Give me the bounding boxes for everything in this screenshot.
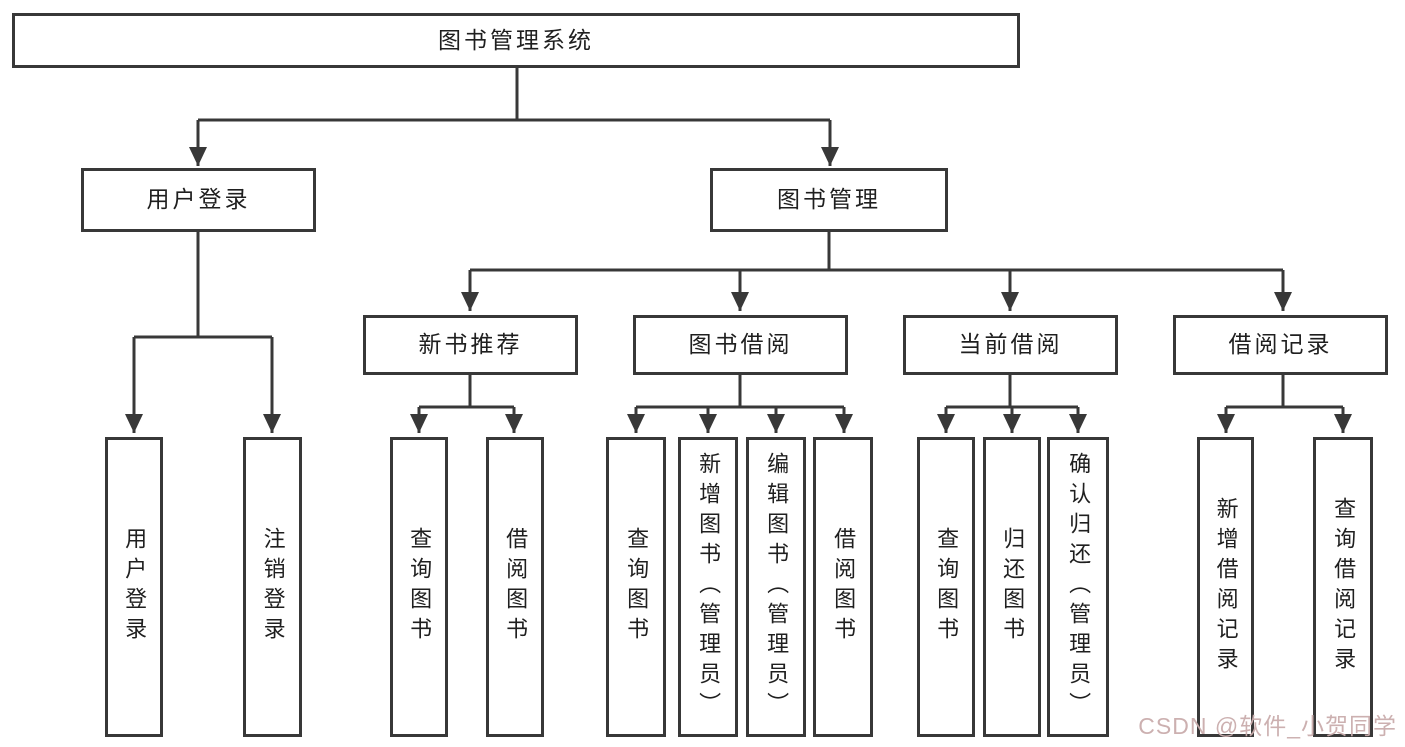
node-root-system: 图书管理系统 <box>12 13 1020 68</box>
csdn-watermark: CSDN @软件_小贺同学 <box>1138 713 1397 739</box>
node-logout-action: 注销登录 <box>243 437 302 737</box>
node-user-login: 用户登录 <box>81 168 316 232</box>
node-add-borrow-record: 新增借阅记录 <box>1197 437 1254 737</box>
node-user-login-action: 用户登录 <box>105 437 163 737</box>
node-borrowing-records: 借阅记录 <box>1173 315 1388 375</box>
node-query-books-recommend: 查询图书 <box>390 437 448 737</box>
node-edit-book-admin: 编辑图书（管理员） <box>746 437 806 737</box>
node-book-management: 图书管理 <box>710 168 948 232</box>
node-borrow-books: 借阅图书 <box>813 437 873 737</box>
node-return-book: 归还图书 <box>983 437 1041 737</box>
connector-new-book-stem <box>419 375 514 409</box>
node-new-book-recommend: 新书推荐 <box>363 315 578 375</box>
connector-borrowing-records-stem <box>1226 375 1343 409</box>
connector-user-login-stem <box>134 232 272 339</box>
connector-root-stem <box>198 68 830 122</box>
node-borrow-books-recommend: 借阅图书 <box>486 437 544 737</box>
connector-book-management-stem <box>470 232 1283 272</box>
node-current-borrowing: 当前借阅 <box>903 315 1118 375</box>
node-query-borrow-record: 查询借阅记录 <box>1313 437 1373 737</box>
node-confirm-return-admin: 确认归还（管理员） <box>1047 437 1109 737</box>
node-query-books-borrowing: 查询图书 <box>606 437 666 737</box>
node-book-borrowing: 图书借阅 <box>633 315 848 375</box>
connector-current-borrowing-stem <box>946 375 1078 409</box>
connector-book-borrowing-stem <box>636 375 844 409</box>
node-add-book-admin: 新增图书（管理员） <box>678 437 738 737</box>
node-query-books-current: 查询图书 <box>917 437 975 737</box>
